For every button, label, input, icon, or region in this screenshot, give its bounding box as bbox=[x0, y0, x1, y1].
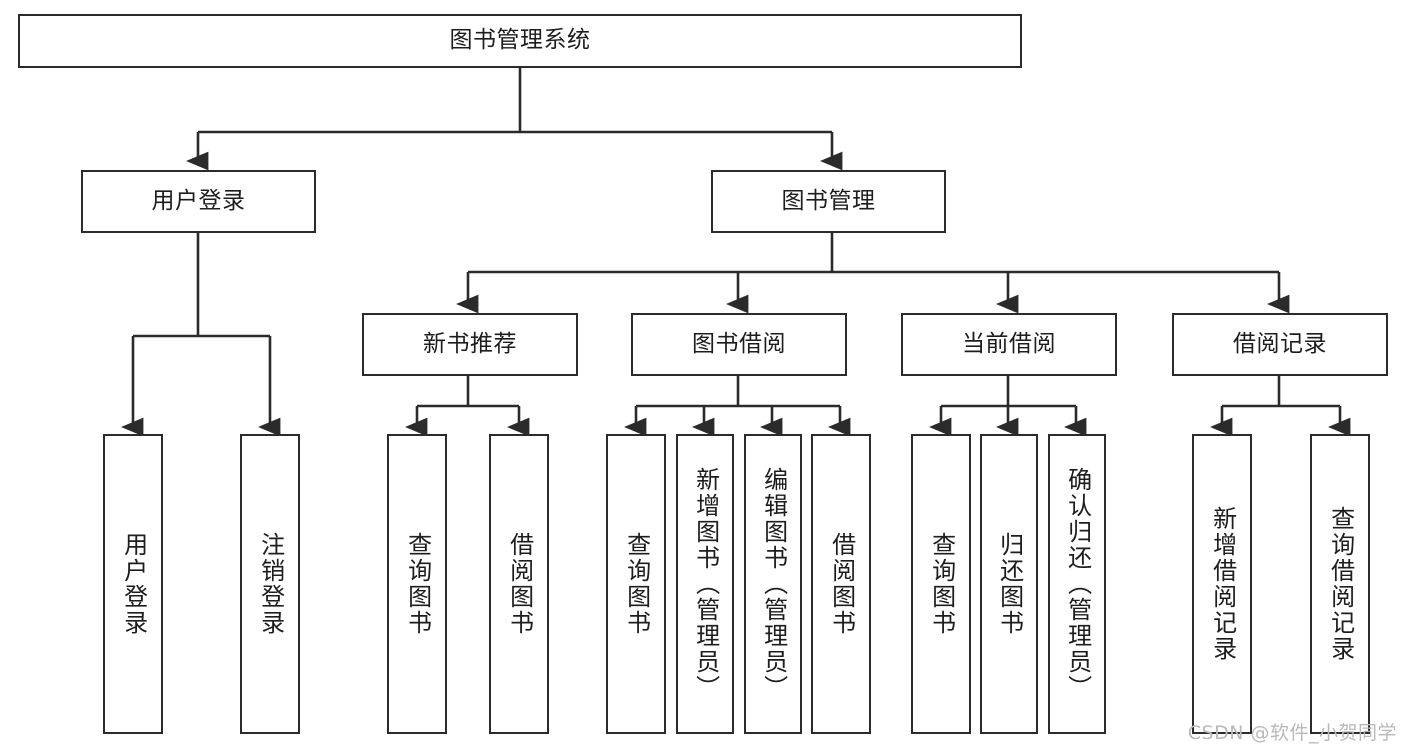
leaf-bb-edit-book-admin[interactable]: 编辑图书（管理员） bbox=[744, 434, 802, 734]
leaf-br-add-record[interactable]: 新增借阅记录 bbox=[1192, 434, 1252, 734]
node-book-borrow-label: 图书借阅 bbox=[692, 330, 786, 357]
leaf-cb-query-book-label: 查询图书 bbox=[927, 532, 956, 636]
leaf-nb-query-book[interactable]: 查询图书 bbox=[387, 434, 447, 734]
leaf-nb-query-book-label: 查询图书 bbox=[403, 532, 432, 636]
node-borrow-record[interactable]: 借阅记录 bbox=[1172, 313, 1388, 376]
leaf-br-add-record-label: 新增借阅记录 bbox=[1208, 506, 1237, 662]
leaf-cb-query-book[interactable]: 查询图书 bbox=[911, 434, 971, 734]
leaf-user-login-label: 用户登录 bbox=[119, 532, 148, 636]
leaf-bb-borrow-book[interactable]: 借阅图书 bbox=[811, 434, 871, 734]
node-book-borrow[interactable]: 图书借阅 bbox=[631, 313, 847, 376]
leaf-nb-borrow-book-label: 借阅图书 bbox=[505, 532, 534, 636]
node-book-manage-label: 图书管理 bbox=[781, 187, 876, 214]
csdn-watermark: CSDN @软件_小贺同学 bbox=[1187, 722, 1397, 744]
leaf-br-query-record[interactable]: 查询借阅记录 bbox=[1310, 434, 1370, 734]
node-new-book-recommend-label: 新书推荐 bbox=[423, 330, 517, 357]
leaf-br-query-record-label: 查询借阅记录 bbox=[1326, 506, 1355, 662]
node-user-login-label: 用户登录 bbox=[151, 187, 246, 214]
leaf-logout[interactable]: 注销登录 bbox=[240, 434, 300, 734]
leaf-bb-add-book-admin-label: 新增图书（管理员） bbox=[691, 467, 720, 701]
node-new-book-recommend[interactable]: 新书推荐 bbox=[362, 313, 578, 376]
leaf-nb-borrow-book[interactable]: 借阅图书 bbox=[489, 434, 549, 734]
leaf-cb-return-book[interactable]: 归还图书 bbox=[980, 434, 1038, 734]
leaf-cb-confirm-return-admin-label: 确认归还（管理员） bbox=[1063, 467, 1092, 701]
leaf-bb-query-book-label: 查询图书 bbox=[622, 532, 651, 636]
leaf-user-login[interactable]: 用户登录 bbox=[103, 434, 163, 734]
leaf-logout-label: 注销登录 bbox=[256, 532, 285, 636]
node-borrow-record-label: 借阅记录 bbox=[1233, 330, 1327, 357]
node-user-login[interactable]: 用户登录 bbox=[81, 170, 316, 233]
node-current-borrow-label: 当前借阅 bbox=[962, 330, 1056, 357]
node-root-system[interactable]: 图书管理系统 bbox=[18, 14, 1022, 68]
node-book-manage[interactable]: 图书管理 bbox=[711, 170, 946, 233]
leaf-bb-add-book-admin[interactable]: 新增图书（管理员） bbox=[676, 434, 734, 734]
leaf-bb-query-book[interactable]: 查询图书 bbox=[606, 434, 666, 734]
leaf-bb-edit-book-admin-label: 编辑图书（管理员） bbox=[759, 467, 788, 701]
leaf-bb-borrow-book-label: 借阅图书 bbox=[827, 532, 856, 636]
node-root-label: 图书管理系统 bbox=[449, 27, 591, 54]
node-current-borrow[interactable]: 当前借阅 bbox=[901, 313, 1117, 376]
leaf-cb-confirm-return-admin[interactable]: 确认归还（管理员） bbox=[1048, 434, 1106, 734]
leaf-cb-return-book-label: 归还图书 bbox=[995, 532, 1024, 636]
